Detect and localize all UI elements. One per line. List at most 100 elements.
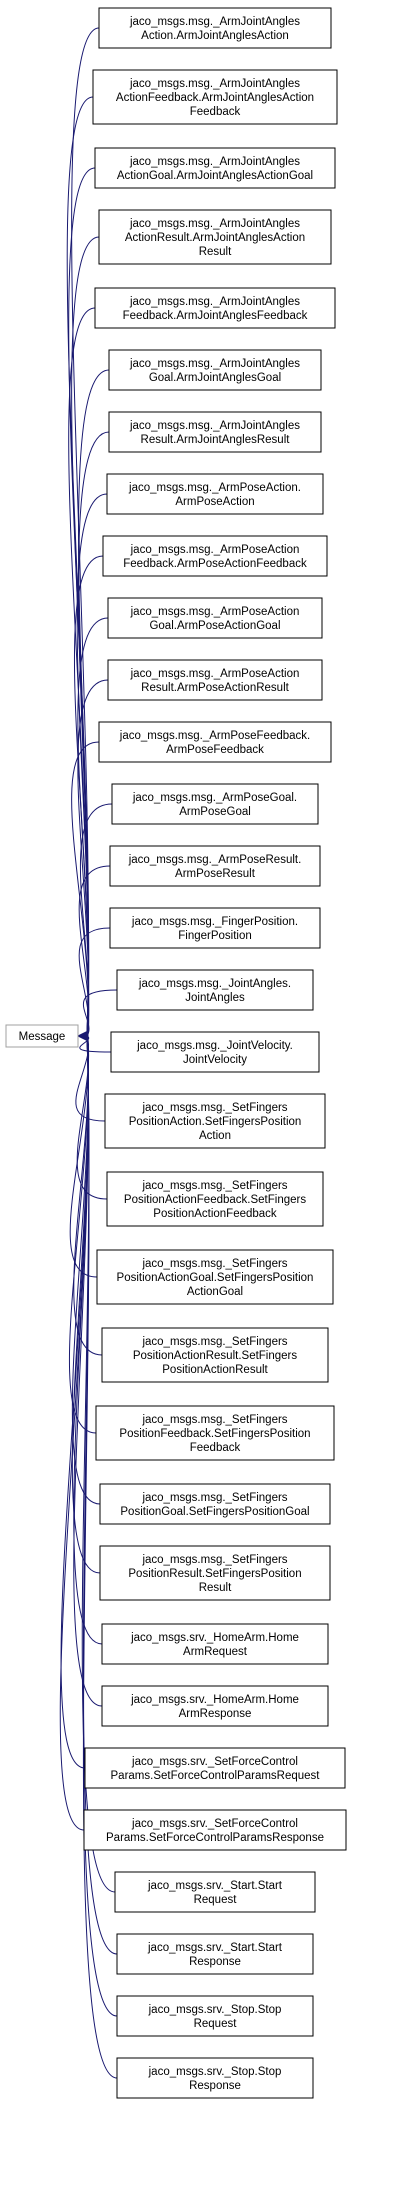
class-node-label: jaco_msgs.msg._ArmPoseAction <box>130 668 300 680</box>
class-node[interactable]: jaco_msgs.msg._ArmPoseFeedback. ArmPoseFe… <box>98 721 332 763</box>
class-node-label: JointAngles <box>185 992 245 1004</box>
class-node[interactable]: jaco_msgs.msg._SetFingersPositionActionF… <box>106 1171 324 1227</box>
class-node[interactable]: jaco_msgs.msg._ArmJointAnglesActionResul… <box>98 209 332 265</box>
class-node-label: jaco_msgs.msg._ArmPoseGoal. <box>132 792 297 804</box>
class-node-box <box>98 209 332 265</box>
class-node-box <box>110 1031 320 1073</box>
class-node[interactable]: jaco_msgs.msg._ArmJointAnglesGoal.ArmJoi… <box>108 349 322 391</box>
class-node-label: ArmRequest <box>183 1646 248 1658</box>
class-node-label: jaco_msgs.msg._ArmJointAngles <box>129 156 300 168</box>
class-node-label: jaco_msgs.msg._JointAngles. <box>138 978 291 990</box>
class-node[interactable]: jaco_msgs.srv._SetForceControlParams.Set… <box>83 1809 347 1851</box>
class-node-box <box>99 1545 331 1601</box>
class-node-label: jaco_msgs.msg._ArmJointAngles <box>129 358 300 370</box>
class-node-box <box>114 1871 316 1913</box>
class-node-label: Params.SetForceControlParamsRequest <box>111 1770 321 1782</box>
root-class-node[interactable]: Message <box>5 1024 79 1048</box>
class-node-label: PositionActionResult <box>162 1364 268 1376</box>
inheritance-edge <box>79 1035 112 1053</box>
inheritance-edge <box>78 865 111 1037</box>
inheritance-arrowhead <box>76 1030 89 1042</box>
class-node-box <box>99 1483 331 1525</box>
class-node-box <box>106 1171 324 1227</box>
class-node-label: jaco_msgs.msg._SetFingers <box>141 1336 287 1348</box>
class-node[interactable]: jaco_msgs.msg._ArmPoseActionFeedback.Arm… <box>102 535 328 577</box>
class-node-label: jaco_msgs.srv._Start.Start <box>147 1942 283 1954</box>
class-node-box <box>116 1995 314 2037</box>
class-node-label: Result <box>199 1582 232 1594</box>
class-node[interactable]: jaco_msgs.srv._SetForceControlParams.Set… <box>84 1747 346 1789</box>
class-node-box <box>109 845 321 887</box>
class-node-label: FingerPosition <box>178 930 252 942</box>
class-node-box <box>92 69 338 125</box>
class-node-label: Goal.ArmPoseActionGoal <box>149 620 280 632</box>
class-node-box <box>98 721 332 763</box>
class-node-label: jaco_msgs.msg._SetFingers <box>141 1258 287 1270</box>
class-node-label: ArmPoseAction <box>175 496 254 508</box>
class-node[interactable]: jaco_msgs.msg._SetFingersPositionGoal.Se… <box>99 1483 331 1525</box>
class-node-label: Feedback <box>190 106 241 118</box>
class-node[interactable]: jaco_msgs.msg._ArmPoseActionGoal.ArmPose… <box>107 597 323 639</box>
root-class-label: Message <box>19 1031 66 1043</box>
class-node-label: jaco_msgs.msg._ArmPoseFeedback. <box>119 730 310 742</box>
class-node[interactable]: jaco_msgs.msg._JointAngles. JointAngles <box>116 969 314 1011</box>
class-node-box <box>84 1747 346 1789</box>
class-node[interactable]: jaco_msgs.msg._ArmJointAnglesResult.ArmJ… <box>108 411 322 453</box>
class-node-box <box>104 1093 326 1149</box>
class-node-label: PositionGoal.SetFingersPositionGoal <box>120 1506 309 1518</box>
class-node[interactable]: jaco_msgs.msg._SetFingersPositionResult.… <box>99 1545 331 1601</box>
class-node-box <box>98 7 332 49</box>
class-node[interactable]: jaco_msgs.msg._FingerPosition.FingerPosi… <box>109 907 321 949</box>
inheritance-edge <box>68 307 96 1037</box>
class-node-label: jaco_msgs.srv._HomeArm.Home <box>130 1632 299 1644</box>
class-node-label: PositionAction.SetFingersPosition <box>129 1116 302 1128</box>
class-node[interactable]: jaco_msgs.msg._SetFingersPositionActionR… <box>101 1327 329 1383</box>
class-node[interactable]: jaco_msgs.msg._ArmJointAnglesActionGoal.… <box>94 147 336 189</box>
root-class-box <box>5 1024 79 1048</box>
class-node[interactable]: jaco_msgs.msg._SetFingersPositionActionG… <box>96 1249 334 1305</box>
class-node[interactable]: jaco_msgs.msg._ArmPoseGoal.ArmPoseGoal <box>111 783 319 825</box>
class-node[interactable]: jaco_msgs.msg._SetFingersPositionFeedbac… <box>95 1405 335 1461</box>
class-node-label: Action <box>199 1130 231 1142</box>
class-node-box <box>101 1685 329 1727</box>
class-node-box <box>116 969 314 1011</box>
class-node-label: Request <box>194 1894 238 1906</box>
class-node-label: jaco_msgs.srv._Start.Start <box>147 1880 283 1892</box>
class-node-box <box>102 535 328 577</box>
class-node[interactable]: jaco_msgs.msg._ArmPoseActionResult.ArmPo… <box>107 659 323 701</box>
class-node[interactable]: jaco_msgs.msg._ArmPoseAction.ArmPoseActi… <box>106 473 324 515</box>
class-node-label: Result <box>199 246 232 258</box>
class-node[interactable]: jaco_msgs.msg._ArmJointAnglesActionFeedb… <box>92 69 338 125</box>
class-node-label: Response <box>189 1956 241 1968</box>
class-node-label: jaco_msgs.srv._SetForceControl <box>131 1818 298 1830</box>
class-node-label: jaco_msgs.msg._JointVelocity. <box>136 1040 293 1052</box>
class-node-label: ArmPoseResult <box>175 868 256 880</box>
class-node[interactable]: jaco_msgs.msg._SetFingersPositionAction.… <box>104 1093 326 1149</box>
class-node[interactable]: jaco_msgs.msg._ArmJointAnglesAction.ArmJ… <box>98 7 332 49</box>
class-node-label: Feedback <box>190 1442 241 1454</box>
class-node-label: jaco_msgs.srv._Stop.Stop <box>148 2004 282 2016</box>
class-node-label: PositionActionResult.SetFingers <box>133 1350 298 1362</box>
class-node-label: jaco_msgs.msg._ArmPoseAction <box>130 606 300 618</box>
class-node[interactable]: jaco_msgs.msg._ArmJointAnglesFeedback.Ar… <box>94 287 336 329</box>
class-node-label: ArmResponse <box>179 1708 252 1720</box>
class-node-label: jaco_msgs.srv._HomeArm.Home <box>130 1694 299 1706</box>
class-node-label: Result.ArmJointAnglesResult <box>141 434 291 446</box>
class-node[interactable]: jaco_msgs.msg._JointVelocity.JointVeloci… <box>110 1031 320 1073</box>
class-node-box <box>94 147 336 189</box>
class-node-box <box>94 287 336 329</box>
class-node-label: ActionFeedback.ArmJointAnglesAction <box>116 92 314 104</box>
class-node-label: ArmPoseFeedback <box>166 744 264 756</box>
class-node-label: jaco_msgs.msg._ArmJointAngles <box>129 420 300 432</box>
class-node-label: jaco_msgs.msg._ArmJointAngles <box>129 218 300 230</box>
class-node-box <box>101 1623 329 1665</box>
class-node-box <box>95 1405 335 1461</box>
class-node-label: Result.ArmPoseActionResult <box>141 682 289 694</box>
class-node[interactable]: jaco_msgs.msg._ArmPoseResult.ArmPoseResu… <box>109 845 321 887</box>
